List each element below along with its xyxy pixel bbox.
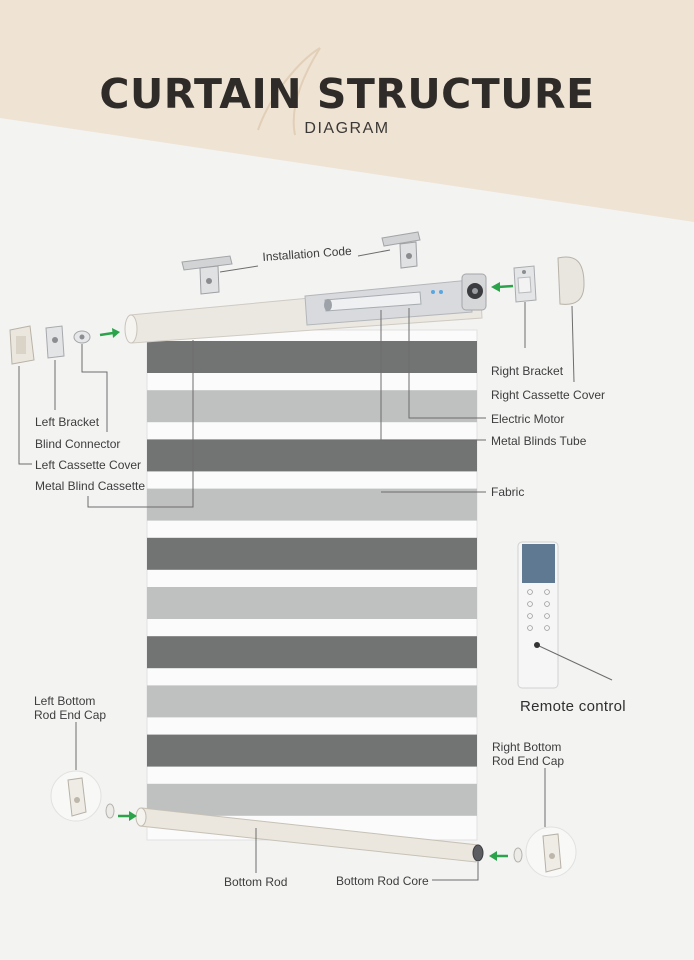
leader-electric-motor bbox=[408, 308, 486, 419]
leader-left-cover bbox=[18, 366, 32, 465]
installation-clip-right bbox=[381, 231, 421, 269]
remote-button bbox=[527, 625, 533, 631]
leader-install-right bbox=[357, 249, 391, 257]
leader-bottom-rod-core bbox=[432, 862, 479, 881]
arrow-left-bottom bbox=[118, 811, 137, 821]
remote-button bbox=[527, 601, 533, 607]
leader-right-cover bbox=[571, 305, 575, 383]
arrow-right-bottom bbox=[489, 851, 508, 861]
fabric-stripe-dark bbox=[147, 537, 477, 570]
leader-blind-connector bbox=[81, 344, 108, 432]
label-right-cassette-cover: Right Cassette Cover bbox=[491, 388, 606, 402]
label-right-bracket: Right Bracket bbox=[491, 364, 564, 378]
label-right-bottom-end-cap: Right Bottom Rod End Cap bbox=[492, 740, 564, 768]
label-remote-control: Remote control bbox=[520, 698, 626, 715]
arrow-left-cassette bbox=[99, 328, 120, 338]
right-end-cap-small bbox=[513, 847, 523, 863]
fabric-stripe-dark bbox=[147, 636, 477, 669]
metal-blind-cassette bbox=[124, 279, 483, 344]
fabric-stripe-dark bbox=[147, 439, 477, 472]
bottom-rod-part bbox=[135, 807, 484, 863]
leader-install-left bbox=[219, 265, 259, 273]
fabric-stripe-light bbox=[147, 685, 477, 718]
right-bracket-part bbox=[513, 265, 537, 303]
label-right-bottom-line1: Right Bottom bbox=[492, 740, 562, 754]
page-title: CURTAIN STRUCTURE bbox=[99, 70, 595, 118]
header-flourish bbox=[257, 47, 321, 136]
label-left-bracket: Left Bracket bbox=[35, 415, 100, 429]
leader-metal-cassette bbox=[87, 340, 194, 508]
fabric-stripe-light bbox=[147, 587, 477, 619]
remote-button bbox=[544, 589, 550, 595]
label-left-bottom-line2: Rod End Cap bbox=[34, 708, 107, 722]
remote-button bbox=[544, 601, 550, 607]
label-metal-blind-cassette: Metal Blind Cassette bbox=[35, 479, 146, 493]
remote-control-device bbox=[517, 541, 559, 689]
fabric-stripe-dark bbox=[147, 341, 477, 373]
label-fabric: Fabric bbox=[491, 485, 525, 499]
label-left-bottom-end-cap: Left Bottom Rod End Cap bbox=[34, 694, 106, 722]
leader-lines bbox=[18, 249, 613, 881]
electric-motor-head bbox=[431, 273, 487, 311]
label-left-cassette-cover: Left Cassette Cover bbox=[35, 458, 142, 472]
fabric-stripe-light bbox=[147, 390, 477, 423]
header-band bbox=[0, 0, 694, 222]
fabric-stripe-dark bbox=[147, 734, 477, 767]
blind-connector-part bbox=[73, 330, 91, 344]
fabric-stripe-light bbox=[147, 488, 477, 521]
right-end-cap-zoom bbox=[525, 826, 577, 878]
label-metal-blinds-tube: Metal Blinds Tube bbox=[491, 434, 587, 448]
left-end-cap-small bbox=[105, 803, 115, 819]
label-bottom-rod: Bottom Rod bbox=[224, 875, 288, 889]
label-blind-connector: Blind Connector bbox=[35, 437, 121, 451]
remote-button bbox=[527, 589, 533, 595]
fabric-stripe-light bbox=[147, 783, 477, 816]
remote-button bbox=[544, 613, 550, 619]
page-subtitle: DIAGRAM bbox=[304, 120, 390, 137]
left-bracket-part bbox=[45, 325, 65, 359]
left-cassette-cover-part bbox=[9, 325, 35, 365]
leader-remote bbox=[536, 644, 613, 681]
fabric-stripes bbox=[147, 341, 477, 816]
right-cassette-cover-part bbox=[557, 256, 585, 305]
label-right-bottom-line2: Rod End Cap bbox=[492, 754, 565, 768]
label-left-bottom-line1: Left Bottom bbox=[34, 694, 96, 708]
remote-leader-dot bbox=[534, 642, 540, 648]
assembly-arrows bbox=[99, 282, 514, 861]
left-end-cap-zoom bbox=[50, 770, 102, 822]
label-bottom-rod-core: Bottom Rod Core bbox=[336, 874, 429, 888]
leader-metal-tube bbox=[380, 310, 486, 441]
arrow-right-cassette bbox=[491, 282, 514, 292]
remote-button bbox=[527, 613, 533, 619]
label-electric-motor: Electric Motor bbox=[491, 412, 565, 426]
remote-button bbox=[544, 625, 550, 631]
installation-clip-left bbox=[181, 255, 233, 295]
